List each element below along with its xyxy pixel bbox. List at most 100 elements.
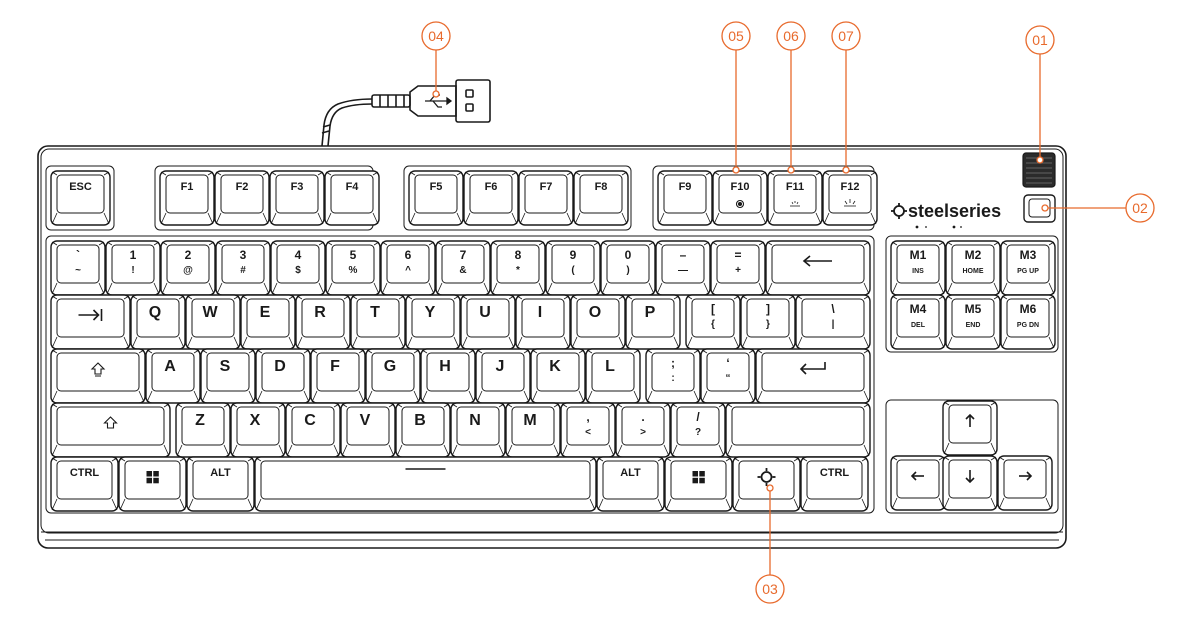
key-f11[interactable]: F11	[767, 170, 823, 226]
key-f10[interactable]: F10	[712, 170, 768, 226]
key-f8[interactable]: F8	[573, 170, 629, 226]
key-legend-top: 4	[295, 248, 302, 262]
arrow-down-icon	[965, 470, 975, 484]
key-comma[interactable]: ,<	[560, 402, 616, 458]
key-c[interactable]: C	[285, 402, 341, 458]
brand-name: steelseries	[908, 201, 1001, 221]
key-9[interactable]: 9(	[545, 240, 601, 296]
key-quote[interactable]: ‘“	[700, 348, 756, 404]
key-equals[interactable]: =+	[710, 240, 766, 296]
key-lwin[interactable]	[118, 456, 187, 512]
key-minus[interactable]: –—	[655, 240, 711, 296]
key-lbracket[interactable]: [{	[685, 294, 741, 350]
key-rbracket[interactable]: ]}	[740, 294, 796, 350]
key-l[interactable]: L	[585, 348, 641, 404]
key-rctrl[interactable]: CTRL	[800, 456, 869, 512]
key-s[interactable]: S	[200, 348, 256, 404]
key-f2[interactable]: F2	[214, 170, 270, 226]
key-1[interactable]: 1!	[105, 240, 161, 296]
key-fn[interactable]	[732, 456, 801, 512]
key-rwin[interactable]	[664, 456, 733, 512]
key-down[interactable]	[942, 455, 998, 511]
key-up[interactable]	[942, 400, 998, 456]
key-x[interactable]: X	[230, 402, 286, 458]
key-lshift[interactable]	[50, 402, 171, 458]
key-period[interactable]: .>	[615, 402, 671, 458]
key-6[interactable]: 6^	[380, 240, 436, 296]
key-u[interactable]: U	[460, 294, 516, 350]
key-g[interactable]: G	[365, 348, 421, 404]
key-lalt[interactable]: ALT	[186, 456, 255, 512]
key-z[interactable]: Z	[175, 402, 231, 458]
key-f7[interactable]: F7	[518, 170, 574, 226]
key-h[interactable]: H	[420, 348, 476, 404]
key-k[interactable]: K	[530, 348, 586, 404]
key-right[interactable]	[997, 455, 1053, 511]
key-f[interactable]: F	[310, 348, 366, 404]
key-t[interactable]: T	[350, 294, 406, 350]
key-legend: L	[605, 358, 615, 375]
key-5[interactable]: 5%	[325, 240, 381, 296]
key-ralt[interactable]: ALT	[596, 456, 665, 512]
key-f6[interactable]: F6	[463, 170, 519, 226]
key-caps[interactable]	[50, 348, 146, 404]
key-y[interactable]: Y	[405, 294, 461, 350]
key-legend-top: `	[76, 248, 80, 262]
key-o[interactable]: O	[570, 294, 626, 350]
key-3[interactable]: 3#	[215, 240, 271, 296]
key-legend-top: M5	[965, 302, 982, 316]
key-f12[interactable]: F12	[822, 170, 878, 226]
key-q[interactable]: Q	[130, 294, 186, 350]
key-p[interactable]: P	[625, 294, 681, 350]
key-legend: V	[360, 412, 371, 429]
key-8[interactable]: 8*	[490, 240, 546, 296]
key-f9[interactable]: F9	[657, 170, 713, 226]
key-v[interactable]: V	[340, 402, 396, 458]
key-i[interactable]: I	[515, 294, 571, 350]
key-backspace[interactable]	[765, 240, 871, 296]
key-f5[interactable]: F5	[408, 170, 464, 226]
key-b[interactable]: B	[395, 402, 451, 458]
key-f1[interactable]: F1	[159, 170, 215, 226]
volume-roller-wheel[interactable]	[1022, 152, 1056, 188]
key-f3[interactable]: F3	[269, 170, 325, 226]
key-r[interactable]: R	[295, 294, 351, 350]
key-semicolon[interactable]: ;:	[645, 348, 701, 404]
key-legend-top: 0	[625, 248, 632, 262]
key-m[interactable]: M	[505, 402, 561, 458]
key-7[interactable]: 7&	[435, 240, 491, 296]
key-j[interactable]: J	[475, 348, 531, 404]
callout-03: 03	[755, 484, 785, 604]
key-w[interactable]: W	[185, 294, 241, 350]
key-tab[interactable]	[50, 294, 131, 350]
key-2[interactable]: 2@	[160, 240, 216, 296]
key-left[interactable]	[890, 455, 946, 511]
key-backslash[interactable]: \|	[795, 294, 871, 350]
key-rshift[interactable]	[725, 402, 871, 458]
key-space[interactable]	[254, 456, 597, 512]
key-legend: M	[523, 412, 536, 429]
callout-label: 04	[428, 28, 444, 44]
key-legend-bottom: *	[516, 265, 520, 276]
key-lctrl[interactable]: CTRL	[50, 456, 119, 512]
key-d[interactable]: D	[255, 348, 311, 404]
key-f4[interactable]: F4	[324, 170, 380, 226]
key-n[interactable]: N	[450, 402, 506, 458]
key-legend-bottom: ^	[405, 265, 411, 276]
key-grave[interactable]: `~	[50, 240, 106, 296]
key-a[interactable]: A	[145, 348, 201, 404]
key-4[interactable]: 4$	[270, 240, 326, 296]
key-esc[interactable]: ESC	[50, 170, 111, 226]
key-e[interactable]: E	[240, 294, 296, 350]
key-enter[interactable]	[755, 348, 871, 404]
brand-logo: steelseries	[891, 201, 1001, 229]
key-legend-bottom: $	[295, 265, 301, 276]
key-slash[interactable]: /?	[670, 402, 726, 458]
key-0[interactable]: 0)	[600, 240, 656, 296]
